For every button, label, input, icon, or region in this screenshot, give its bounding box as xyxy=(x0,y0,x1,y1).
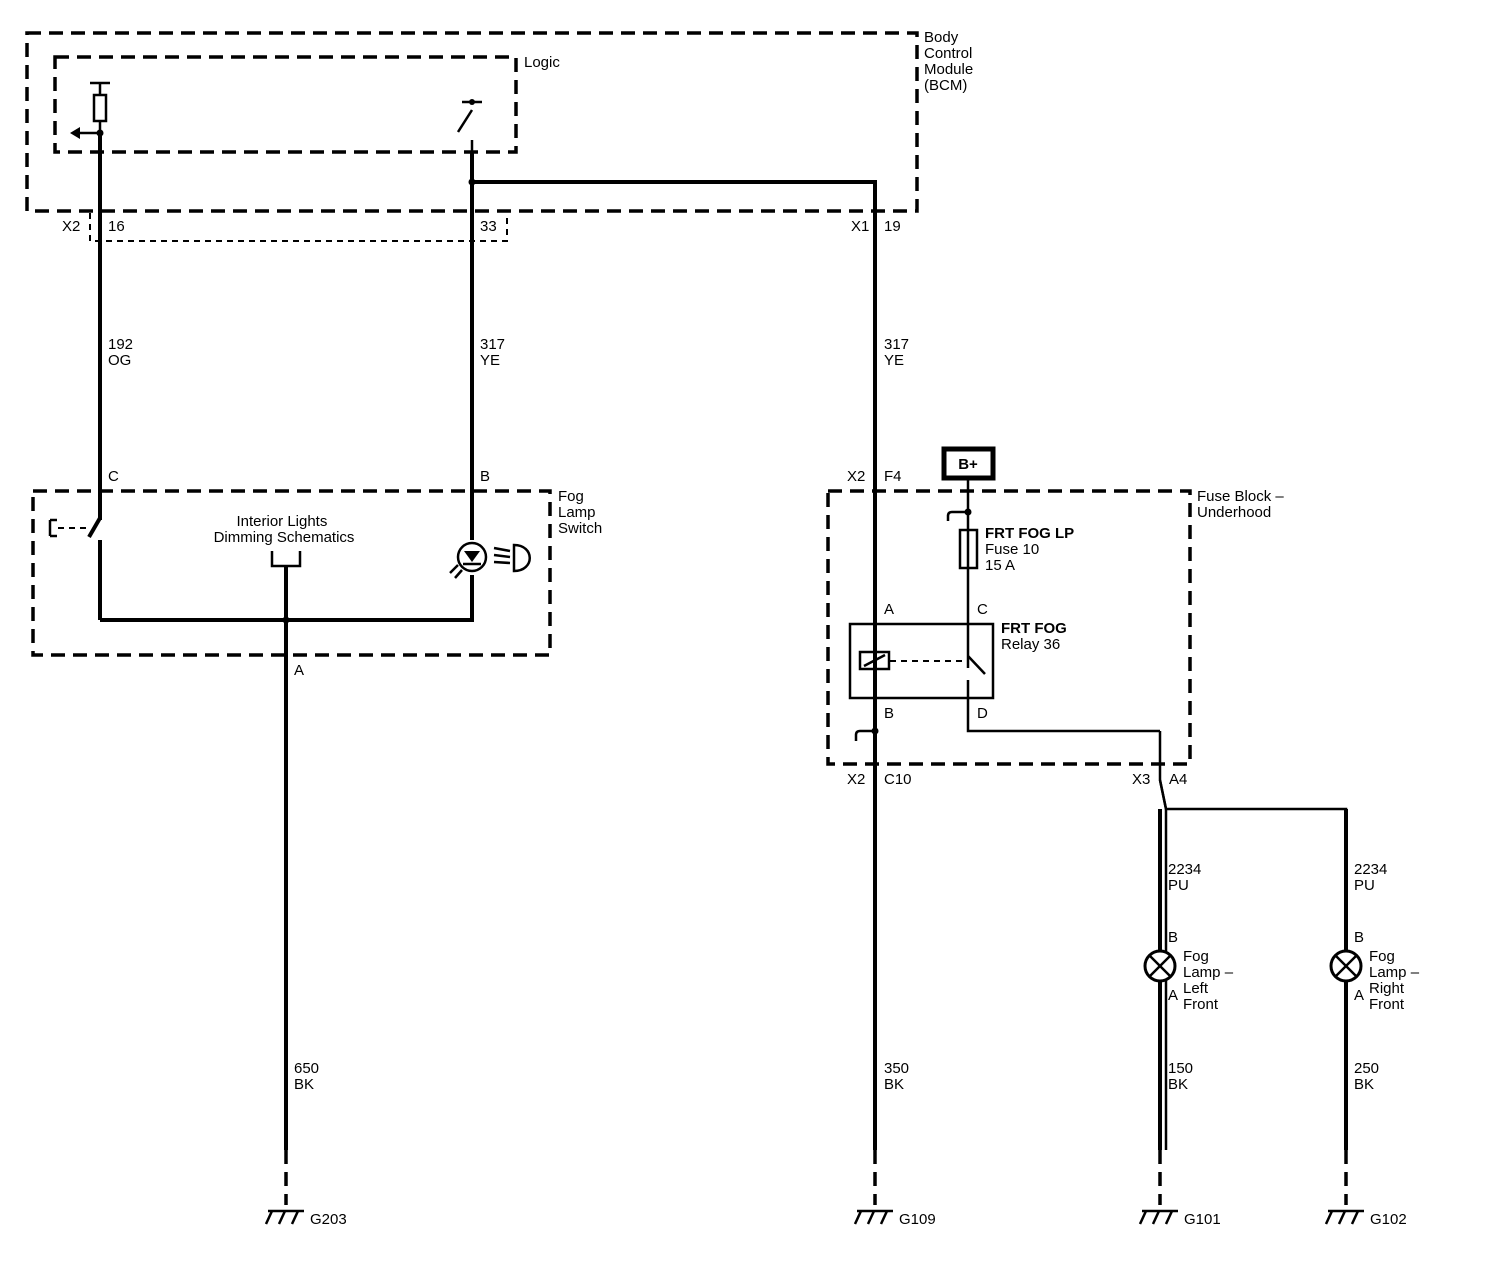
wire-192-label: 192 OG xyxy=(108,336,137,369)
pin-16: 16 xyxy=(108,218,125,235)
relay-label: FRT FOG Relay 36 xyxy=(1001,620,1071,653)
connector-x2-bcm: X2 xyxy=(62,218,80,235)
connector-x2-bcm-bracket xyxy=(89,213,508,242)
wire-2234b-label: 2234 PU xyxy=(1354,861,1392,894)
bcm-input-symbol xyxy=(70,81,110,139)
logic-label: Logic xyxy=(524,54,560,71)
interior-lights-label: Interior Lights Dimming Schematics xyxy=(214,513,355,546)
relay-pin-b: B xyxy=(884,705,894,722)
relay-output-wire xyxy=(966,680,1160,733)
relay-ground-branch-icon xyxy=(854,729,875,741)
fog-switch-contact-symbol xyxy=(48,516,102,620)
lamp-right-pin-a: A xyxy=(1354,987,1364,1004)
fog-switch-title: Fog Lamp Switch xyxy=(558,488,602,537)
battery-bplus-label: B+ xyxy=(958,456,978,473)
bplus-branch-icon xyxy=(946,510,968,521)
fuse-label: FRT FOG LP Fuse 10 15 A xyxy=(985,525,1078,574)
ground-g102-icon xyxy=(1324,1150,1364,1225)
lamp-right-pin-b: B xyxy=(1354,929,1364,946)
pin-33: 33 xyxy=(480,218,497,235)
connector-x2-c10: X2 xyxy=(847,771,865,788)
pin-c10: C10 xyxy=(884,771,912,788)
bcm-box xyxy=(25,31,919,213)
logic-box xyxy=(53,55,518,154)
bcm-switch-symbol xyxy=(456,99,482,152)
fuse-block-box xyxy=(826,489,1192,766)
connector-x3: X3 xyxy=(1132,771,1150,788)
wire-317b-label: 317 YE xyxy=(884,336,913,369)
frt-fog-relay-box xyxy=(848,622,995,700)
ground-g203-label: G203 xyxy=(310,1211,347,1228)
fog-lamp-left-icon xyxy=(1143,949,1177,983)
wire-650-label: 650 BK xyxy=(294,1060,323,1093)
switch-pin-b: B xyxy=(480,468,490,485)
fog-lamp-switch-box xyxy=(31,489,552,657)
connector-x1: X1 xyxy=(851,218,869,235)
ground-g109-label: G109 xyxy=(899,1211,936,1228)
fog-indicator-led-icon xyxy=(449,541,488,579)
ground-g101-label: G101 xyxy=(1184,1211,1221,1228)
relay-pin-a: A xyxy=(884,601,894,618)
lamp-left-pin-b: B xyxy=(1168,929,1178,946)
switch-ground-bus xyxy=(100,575,474,622)
fog-lamp-right-icon xyxy=(1329,949,1363,983)
ground-g102-label: G102 xyxy=(1370,1211,1407,1228)
bcm-title: Body Control Module (BCM) xyxy=(924,29,977,94)
lamp-right-label: Fog Lamp – Right Front xyxy=(1369,948,1423,1013)
fuse-block-title: Fuse Block – Underhood xyxy=(1197,488,1288,521)
relay-pin-c: C xyxy=(977,601,988,618)
interior-lights-connector xyxy=(270,551,302,568)
relay-pin-d: D xyxy=(977,705,988,722)
wire-150-label: 150 BK xyxy=(1168,1060,1197,1093)
lamp-left-label: Fog Lamp – Left Front xyxy=(1183,948,1237,1013)
lamp-left-pin-a: A xyxy=(1168,987,1178,1004)
wire-2234a-label: 2234 PU xyxy=(1168,861,1206,894)
relay-coil-icon xyxy=(858,650,891,671)
wire-350-label: 350 BK xyxy=(884,1060,913,1093)
pin-f4: F4 xyxy=(884,468,902,485)
wire-317a-label: 317 YE xyxy=(480,336,509,369)
pin-a4: A4 xyxy=(1169,771,1187,788)
pin-19: 19 xyxy=(884,218,901,235)
wire-250-label: 250 BK xyxy=(1354,1060,1383,1093)
fog-light-symbol-icon xyxy=(493,543,531,573)
ground-g101-icon xyxy=(1138,1150,1178,1225)
ground-g203-icon xyxy=(264,1150,304,1225)
relay-contact-icon xyxy=(967,655,986,675)
switch-pin-a: A xyxy=(294,662,304,679)
switch-pin-c: C xyxy=(108,468,119,485)
connector-x2-f4: X2 xyxy=(847,468,865,485)
wire-317-relay xyxy=(472,180,877,1150)
ground-g109-icon xyxy=(853,1150,893,1225)
